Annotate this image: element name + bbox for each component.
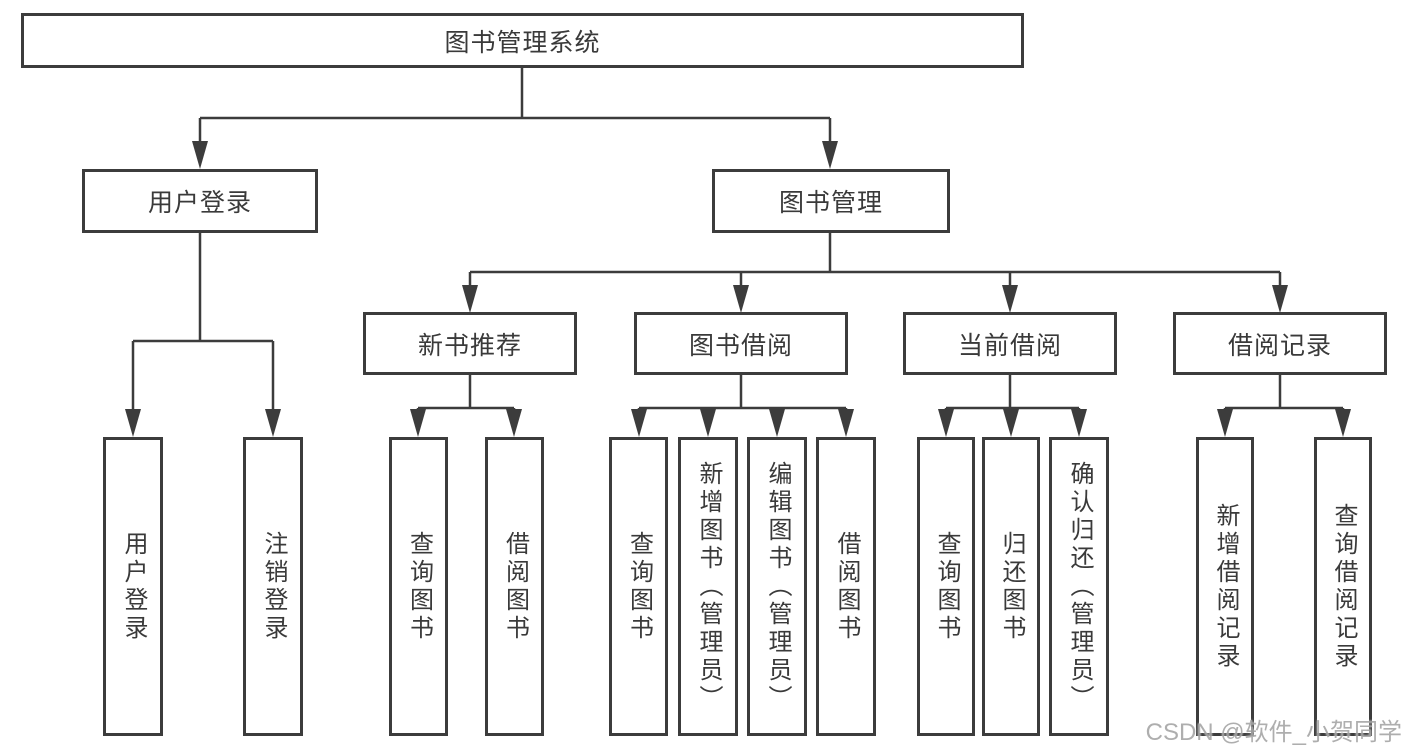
leaf-borrowing-add-books-admin: 新增图书（管理员）: [678, 437, 738, 736]
leaf-borrowing-edit-books-admin: 编辑图书（管理员）: [747, 437, 807, 736]
leaf-recommend-borrow-books: 借阅图书: [485, 437, 544, 736]
leaf-borrowing-query-books: 查询图书: [609, 437, 668, 736]
node-new-book-recommend: 新书推荐: [363, 312, 577, 375]
leaf-current-confirm-return-admin: 确认归还（管理员）: [1049, 437, 1109, 736]
node-borrowing-records: 借阅记录: [1173, 312, 1387, 375]
leaf-records-add-record: 新增借阅记录: [1196, 437, 1254, 736]
leaf-user-login: 用户登录: [103, 437, 163, 736]
leaf-borrowing-borrow-books: 借阅图书: [816, 437, 876, 736]
leaf-recommend-query-books: 查询图书: [389, 437, 448, 736]
node-root: 图书管理系统: [21, 13, 1024, 68]
arrowheads: [125, 141, 1351, 437]
leaf-current-return-books: 归还图书: [982, 437, 1040, 736]
node-user-login: 用户登录: [82, 169, 318, 233]
leaf-records-query-record: 查询借阅记录: [1314, 437, 1372, 736]
watermark: CSDN @软件_小贺同学: [1145, 719, 1402, 746]
node-book-management: 图书管理: [712, 169, 950, 233]
node-current-borrowing: 当前借阅: [903, 312, 1117, 375]
node-book-borrowing: 图书借阅: [634, 312, 848, 375]
leaf-current-query-books: 查询图书: [917, 437, 975, 736]
leaf-logout: 注销登录: [243, 437, 303, 736]
